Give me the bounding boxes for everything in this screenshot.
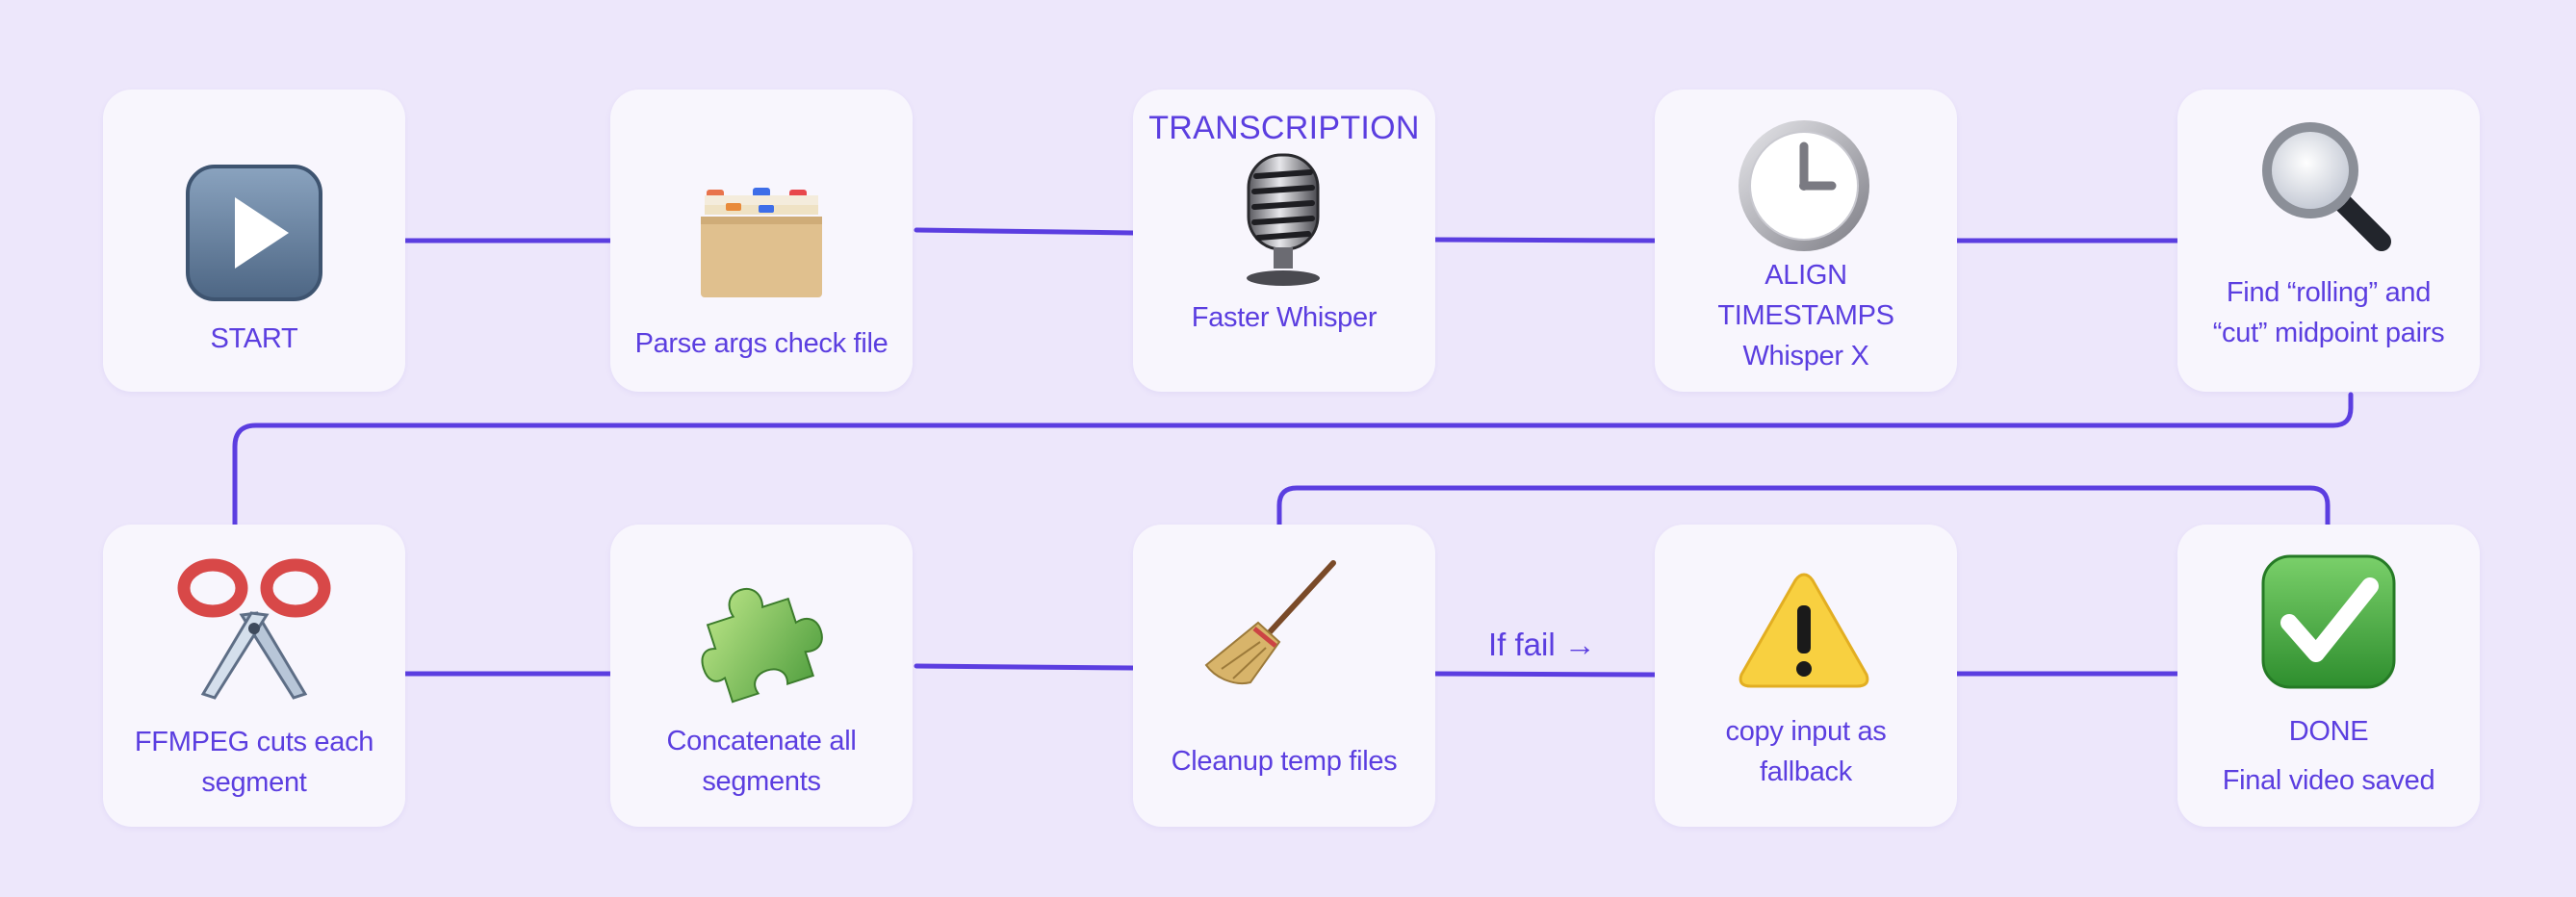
node-done-label: DONE (2288, 716, 2369, 747)
node-find[interactable]: Find “rolling” and “cut” midpoint pairs (2177, 90, 2480, 392)
node-ffmpeg-line-2: segment (201, 767, 307, 798)
card-file-box-icon (701, 188, 822, 297)
connector-find-ffmpeg (232, 392, 2354, 527)
node-concat-line-2: segments (702, 766, 821, 797)
node-ffmpeg-line-1: FFMPEG cuts each (134, 727, 374, 757)
node-done-sublabel: Final video saved (2222, 765, 2435, 796)
node-align-line-3: Whisper X (1742, 341, 1869, 372)
node-align[interactable]: ALIGN TIMESTAMPS Whisper X (1655, 90, 1957, 392)
scissors-icon (177, 558, 331, 700)
play-button-icon (186, 165, 322, 301)
node-start[interactable]: START (103, 90, 405, 392)
if-fail-label: If fail → (1488, 627, 1596, 662)
node-transcription[interactable]: TRANSCRIPTION Faster Whisper (1133, 90, 1435, 392)
microphone-icon (1247, 153, 1320, 286)
node-done[interactable]: DONE Final video saved (2177, 525, 2480, 827)
node-parse[interactable]: Parse args check file (610, 90, 913, 392)
node-cleanup-label: Cleanup temp files (1171, 746, 1398, 777)
node-find-line-2: “cut” midpoint pairs (2212, 318, 2445, 348)
connector-parse-transcription (914, 227, 1136, 236)
node-concat-line-1: Concatenate all (666, 726, 857, 756)
node-parse-label: Parse args check file (634, 328, 889, 359)
puzzle-piece-icon (701, 587, 823, 704)
magnifying-glass-icon (2262, 122, 2391, 251)
connector-cleanup-done-return (1276, 485, 2331, 527)
node-fallback[interactable]: copy input as fallback (1655, 525, 1957, 827)
connector-cleanup-fallback (1431, 671, 1658, 678)
broom-icon (1204, 560, 1336, 684)
check-mark-icon (2261, 554, 2396, 689)
warning-icon (1739, 573, 1869, 688)
node-align-line-2: TIMESTAMPS (1717, 300, 1894, 331)
clock-icon (1739, 120, 1869, 251)
node-start-label: START (210, 323, 298, 354)
node-transcription-heading: TRANSCRIPTION (1148, 110, 1420, 146)
connector-transcription-align (1431, 237, 1658, 243)
node-transcription-label: Faster Whisper (1191, 302, 1378, 333)
node-cleanup[interactable]: Cleanup temp files (1133, 525, 1435, 827)
node-align-line-1: ALIGN (1765, 260, 1847, 291)
node-ffmpeg[interactable]: FFMPEG cuts each segment (103, 525, 405, 827)
node-fallback-line-1: copy input as (1725, 716, 1887, 747)
node-find-line-1: Find “rolling” and (2226, 277, 2432, 308)
node-fallback-line-2: fallback (1760, 756, 1852, 787)
node-concat[interactable]: Concatenate all segments (610, 525, 913, 827)
connector-concat-cleanup (914, 663, 1136, 671)
